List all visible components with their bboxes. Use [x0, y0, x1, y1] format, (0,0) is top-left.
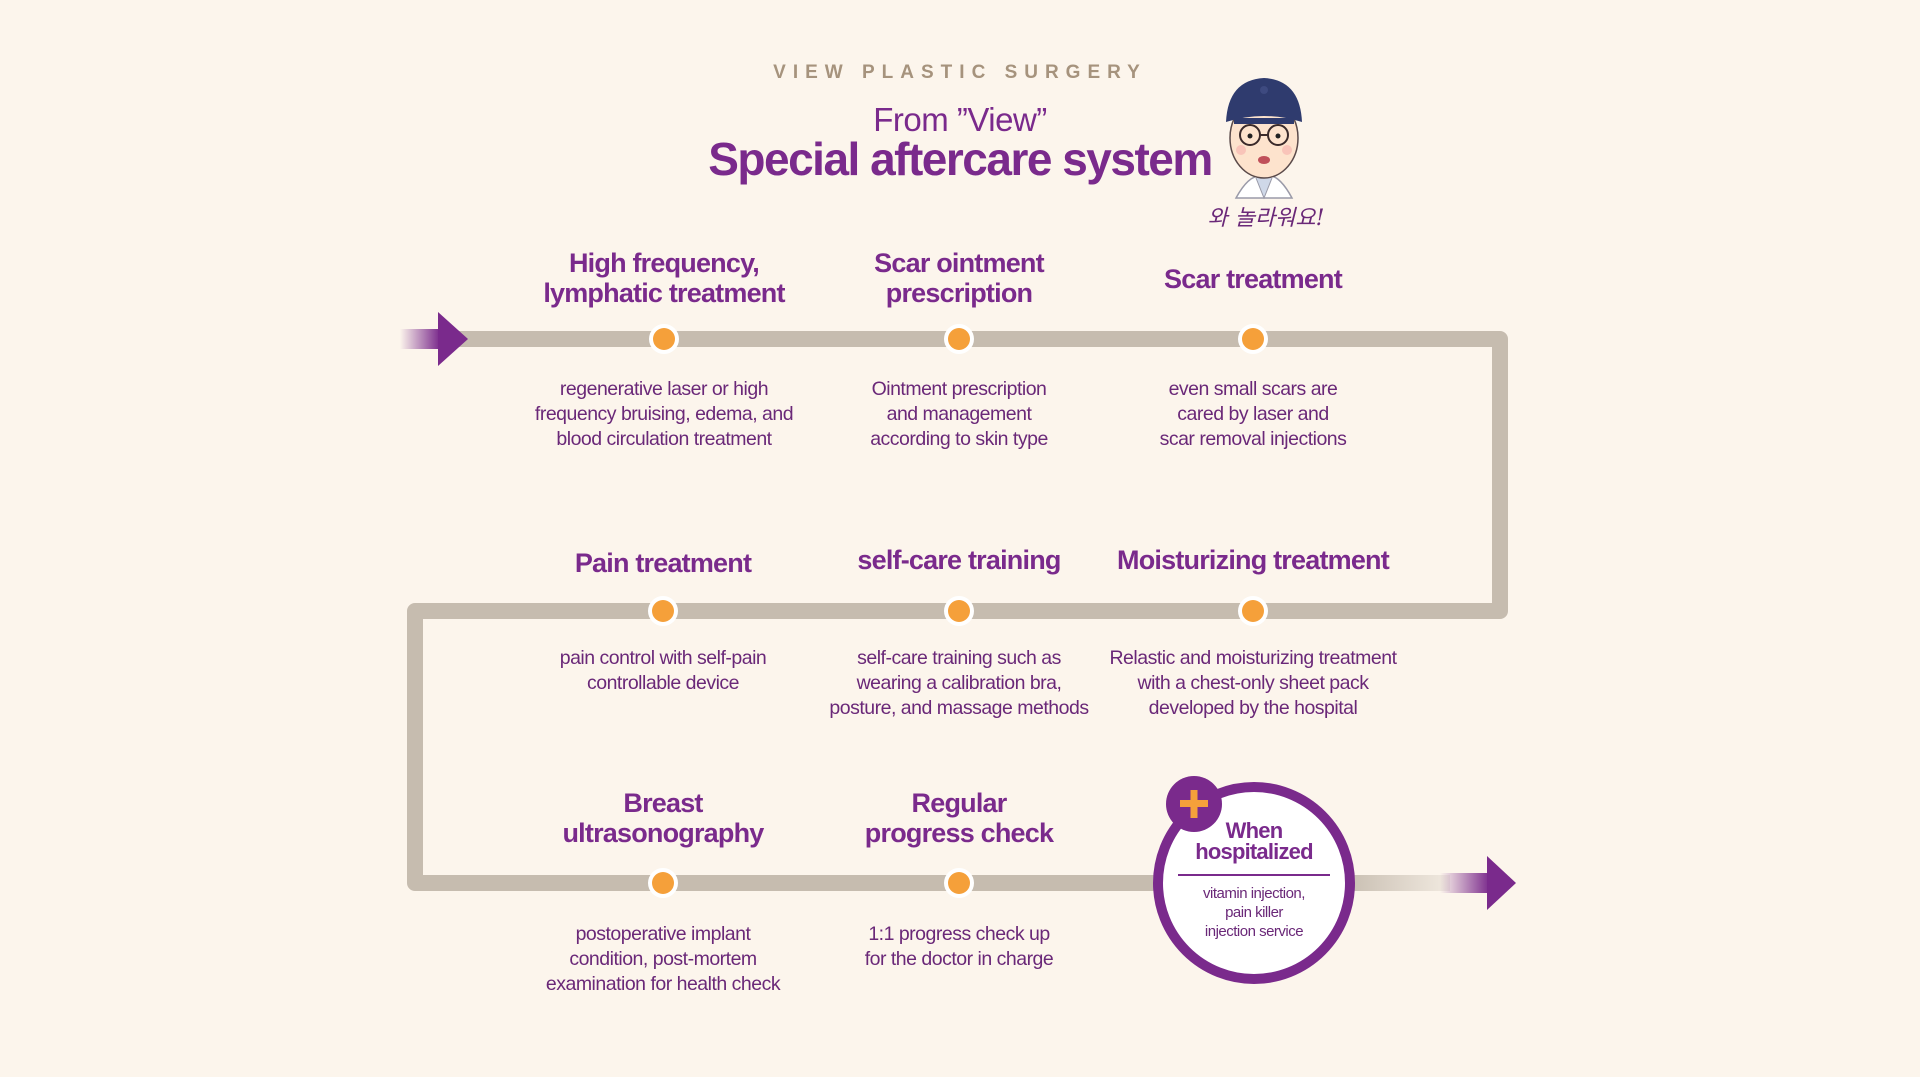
- step-dot: [648, 596, 678, 626]
- step-title: Moisturizing treatment: [1117, 545, 1390, 575]
- step-title: Breast ultrasonography: [562, 788, 764, 848]
- track-line-exit: [1340, 875, 1450, 891]
- hospitalized-description: vitamin injection, pain killer injection…: [1203, 885, 1305, 940]
- step-dot: [944, 324, 974, 354]
- step-dot: [649, 324, 679, 354]
- mascot-caption: 와 놀라워요!: [1207, 206, 1325, 231]
- hospitalized-circle: [1153, 782, 1355, 984]
- step-description: Ointment prescription and management acc…: [870, 378, 1048, 450]
- page-title: Special aftercare system: [708, 133, 1213, 185]
- step-description: regenerative laser or high frequency bru…: [534, 378, 794, 450]
- step-dot: [1238, 596, 1268, 626]
- step-title: Scar treatment: [1164, 264, 1343, 294]
- step-title: Regular progress check: [864, 788, 1054, 848]
- step-description: Relastic and moisturizing treatment with…: [1109, 647, 1397, 719]
- step-title: Scar ointment prescription: [874, 248, 1044, 308]
- step-description: even small scars are cared by laser and …: [1159, 378, 1347, 450]
- plus-icon: [1166, 776, 1222, 832]
- step-dot: [648, 868, 678, 898]
- step-description: self-care training such as wearing a cal…: [829, 647, 1089, 719]
- brand-label: VIEW PLASTIC SURGERY: [773, 62, 1147, 83]
- step-description: postoperative implant condition, post-mo…: [545, 923, 781, 995]
- entry-arrow-icon: [400, 312, 468, 366]
- step-description: pain control with self-pain controllable…: [559, 647, 767, 694]
- step-dot: [944, 596, 974, 626]
- doctor-cartoon-icon: [1226, 78, 1302, 200]
- exit-arrow-icon: [1440, 856, 1516, 910]
- hospitalized-title: When hospitalized: [1195, 818, 1313, 864]
- step-title: High frequency, lymphatic treatment: [543, 248, 785, 308]
- step-title: self-care training: [857, 545, 1061, 575]
- step-title: Pain treatment: [574, 548, 752, 578]
- step-dot: [944, 868, 974, 898]
- page-subtitle: From ”View”: [873, 101, 1047, 138]
- step-dot: [1238, 324, 1268, 354]
- step-description: 1:1 progress check up for the doctor in …: [864, 923, 1054, 970]
